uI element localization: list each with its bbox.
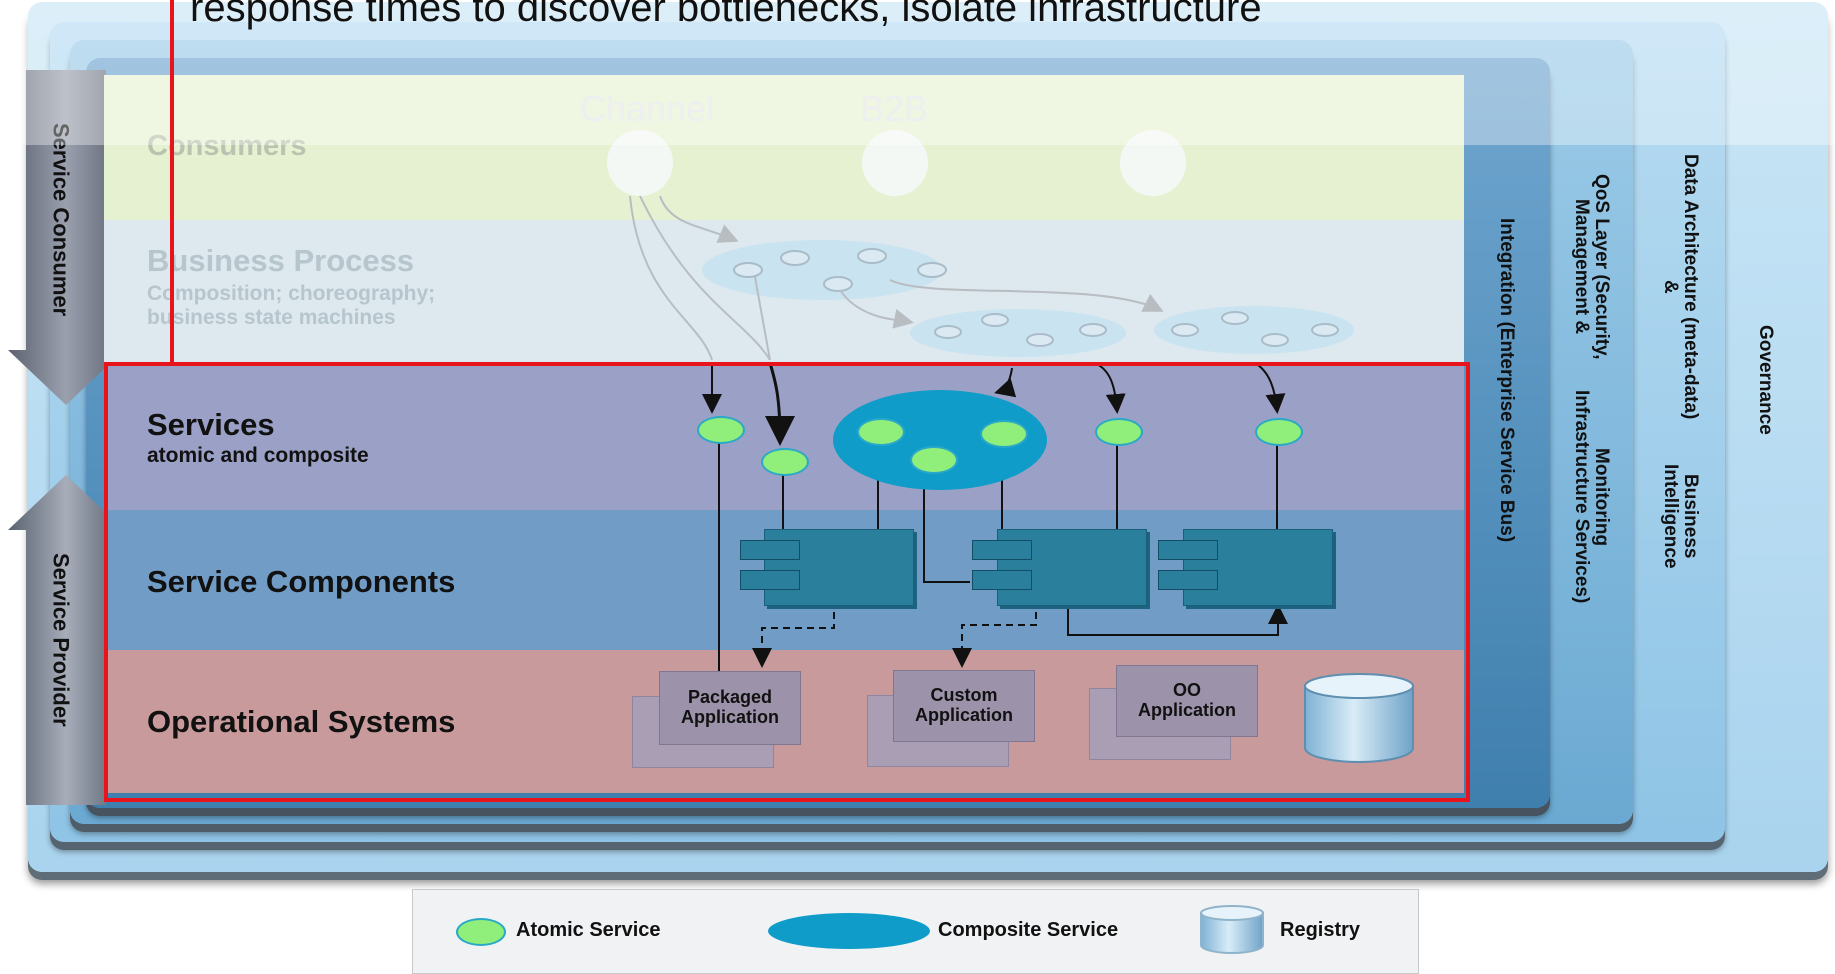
channel-label: Channel [580, 88, 715, 129]
qos-label: QoS Layer (Security, Management & Monito… [1556, 150, 1626, 610]
service-component-3-tab-b [1158, 570, 1218, 590]
qos-label-line2: Monitoring Infrastructure Services) [1571, 389, 1612, 604]
legend-composite-label: Composite Service [938, 919, 1119, 941]
service-component-3-tab-a [1158, 540, 1218, 560]
business-process-subtitle-2: business state machines [147, 306, 396, 329]
process-flow-3 [1171, 311, 1339, 347]
oo-application-line2: Application [1138, 700, 1236, 720]
packaged-application-line1: Packaged [687, 687, 773, 708]
highlight-vertical-line [170, 0, 174, 366]
service-component-1-tab-a [740, 540, 800, 560]
legend-composite-icon [768, 913, 930, 949]
composite-atomic-2 [910, 446, 958, 474]
highlight-rectangle [104, 362, 1470, 802]
packaged-application-line2: Application [681, 707, 779, 727]
integration-label: Integration (Enterprise Service Bus) [1495, 217, 1517, 543]
data-label-line1: Data Architecture (meta-data) & [1660, 153, 1701, 420]
process-flow-1 [733, 248, 947, 292]
atomic-service-2 [761, 448, 809, 476]
atomic-service-3 [1095, 418, 1143, 446]
b2b-node [862, 130, 928, 196]
b2b-label: B2B [860, 88, 929, 129]
operational-systems-title: Operational Systems [147, 704, 456, 739]
service-provider-arrow [8, 475, 124, 805]
oo-application-line1: OO [1172, 680, 1201, 701]
atomic-service-4 [1255, 418, 1303, 446]
composite-atomic-1 [857, 418, 905, 446]
services-subtitle: atomic and composite [147, 444, 369, 467]
services-title: Services [147, 407, 275, 442]
governance-label: Governance [1754, 325, 1776, 435]
consumers-band [104, 75, 1464, 220]
legend-atomic-icon [456, 918, 506, 946]
qos-label-line1: QoS Layer (Security, Management & [1571, 173, 1612, 360]
service-component-2-tab-b [972, 570, 1032, 590]
data-label-line2: Business Intelligence [1660, 464, 1701, 569]
service-component-2-tab-a [972, 540, 1032, 560]
service-provider-label: Service Provider [48, 553, 74, 727]
custom-application-line1: Custom [930, 685, 998, 706]
service-consumer-label: Service Consumer [48, 123, 74, 317]
atomic-service-1 [697, 416, 745, 444]
header-text: response times to discover bottlenecks, … [190, 0, 1262, 30]
process-flow-2 [934, 313, 1107, 347]
service-component-1-tab-b [740, 570, 800, 590]
top-fade-overlay [0, 0, 1835, 145]
database-icon [1304, 673, 1414, 763]
composite-atomic-3 [980, 420, 1028, 448]
legend-registry-label: Registry [1280, 919, 1361, 941]
faded-connectors [629, 195, 1164, 361]
service-components-title: Service Components [147, 564, 456, 599]
legend-registry-icon [1200, 905, 1264, 954]
service-consumer-arrow [8, 70, 124, 405]
other-node [1120, 130, 1186, 196]
data-architecture-label: Data Architecture (meta-data) & Business… [1650, 150, 1710, 610]
process-cloud-3 [1154, 306, 1354, 354]
business-process-title: Business Process [147, 243, 415, 278]
process-cloud-2 [910, 309, 1126, 357]
custom-application-line2: Application [915, 705, 1013, 725]
legend-atomic-label: Atomic Service [516, 919, 661, 941]
channel-node [607, 130, 673, 196]
business-process-subtitle-1: Composition; choreography; [147, 282, 436, 305]
